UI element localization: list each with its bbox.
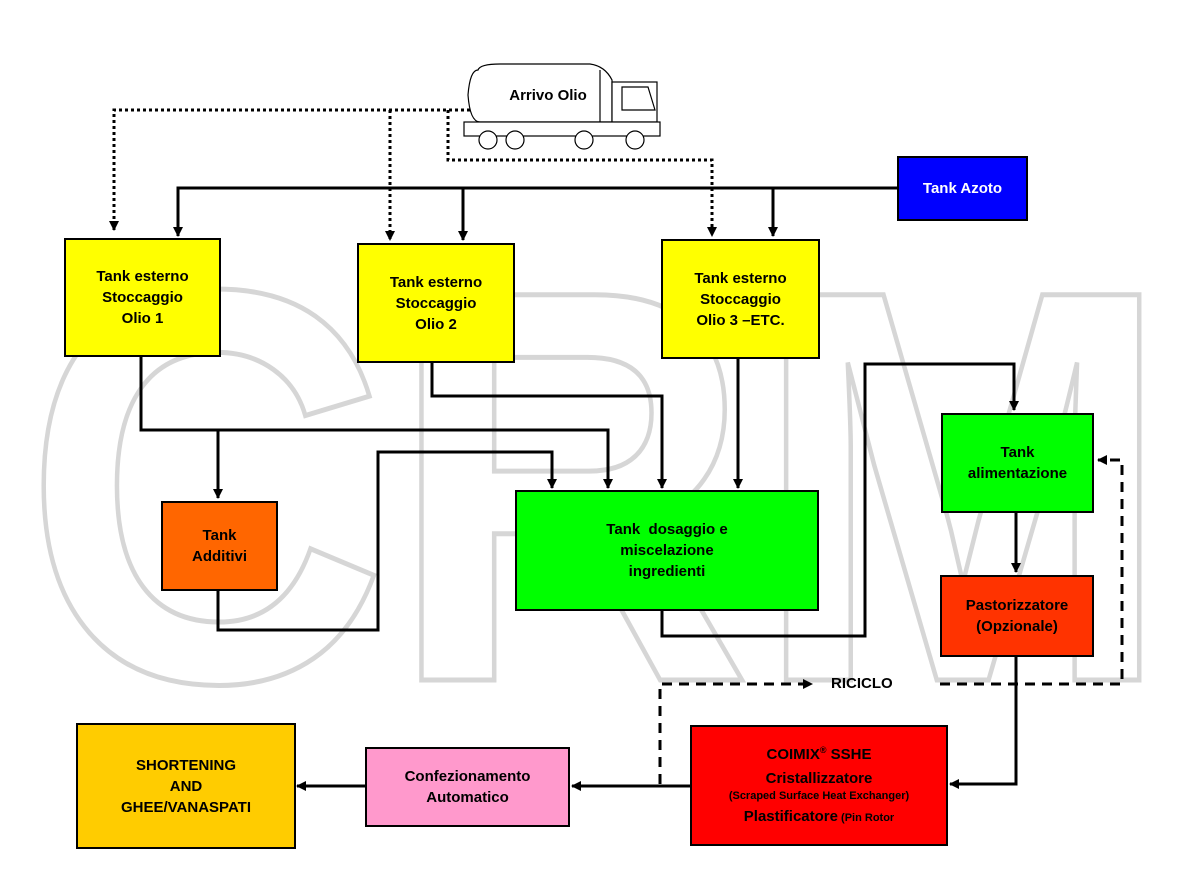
coimix-title: COIMIX® SSHE	[767, 745, 872, 765]
oil-supply-dotted-lines	[109, 108, 717, 241]
tank-additivi-box: Tank Additivi	[161, 501, 278, 591]
tank-olio-2-line-3: Olio 2	[415, 315, 457, 333]
tank-additivi-line-2: Additivi	[192, 548, 247, 565]
process-lines	[139, 356, 1021, 791]
shortening-line-1: SHORTENING	[135, 756, 236, 774]
tank-olio-3-box: Tank esterno Stoccaggio Olio 3 –ETC.	[661, 239, 820, 359]
riciclo-label: RICICLO	[831, 675, 893, 692]
confezionamento-line-1: Confezionamento	[404, 768, 531, 785]
pastorizzatore-line-2: (Opzionale)	[976, 618, 1058, 635]
tank-olio-2-line-1: Tank esterno	[389, 273, 483, 291]
tank-olio-3-line-2: Stoccaggio	[700, 290, 781, 308]
coimix-reg-mark: ®	[819, 744, 827, 755]
coimix-plastificatore: Plastificatore	[743, 807, 838, 825]
confezionamento-line-2: Automatico	[426, 789, 509, 806]
tank-dosaggio-line-3: ingredienti	[628, 563, 706, 580]
shortening-line-2: AND	[169, 777, 203, 795]
coimix-sshe-box: COIMIX® SSHE Cristallizzatore (Scraped S…	[690, 725, 948, 846]
tank-additivi-line-1: Tank	[202, 527, 237, 544]
tank-olio-2-box: Tank esterno Stoccaggio Olio 2	[357, 243, 515, 363]
coimix-cristallizzatore: Cristallizzatore	[765, 769, 873, 787]
pastorizzatore-line-1: Pastorizzatore	[965, 597, 1069, 614]
tank-dosaggio-line-2: miscelazione	[620, 542, 714, 559]
shortening-box: SHORTENING AND GHEE/VANASPATI	[76, 723, 296, 849]
tank-olio-3-line-1: Tank esterno	[694, 269, 787, 287]
coimix-brand: COIMIX	[766, 745, 820, 763]
confezionamento-box: Confezionamento Automatico	[365, 747, 570, 827]
recycle-dashed-lines	[658, 455, 1124, 784]
tank-alimentazione-box: Tank alimentazione	[941, 413, 1094, 513]
shortening-line-3: GHEE/VANASPATI	[120, 798, 251, 816]
coimix-sshe: SSHE	[826, 745, 872, 763]
tank-olio-3-line-3: Olio 3 –ETC.	[696, 311, 785, 329]
truck-label: Arrivo Olio	[509, 87, 587, 104]
tank-alimentazione-line-2: alimentazione	[967, 465, 1068, 482]
tank-olio-1-line-1: Tank esterno	[96, 268, 189, 285]
tank-olio-1-box: Tank esterno Stoccaggio Olio 1	[64, 238, 221, 357]
tank-olio-2-line-2: Stoccaggio	[395, 294, 477, 312]
coimix-plastificatore-line: Plastificatore (Pin Rotor	[744, 807, 894, 827]
tanker-truck-icon	[463, 63, 661, 150]
tank-dosaggio-line-1: Tank dosaggio e	[606, 521, 728, 538]
pastorizzatore-box: Pastorizzatore (Opzionale)	[940, 575, 1094, 657]
tank-olio-1-line-3: Olio 1	[121, 310, 164, 327]
tank-alimentazione-line-1: Tank	[1000, 444, 1035, 461]
tank-olio-1-line-2: Stoccaggio	[102, 289, 183, 306]
coimix-sshe-description: (Scraped Surface Heat Exchanger)	[728, 789, 910, 802]
nitrogen-lines	[173, 186, 897, 241]
tank-azoto-box: Tank Azoto	[897, 156, 1028, 221]
tank-azoto-label: Tank Azoto	[922, 180, 1003, 197]
tank-dosaggio-box: Tank dosaggio e miscelazione ingredienti	[515, 490, 819, 611]
coimix-pin-rotor: (Pin Rotor	[838, 811, 895, 824]
